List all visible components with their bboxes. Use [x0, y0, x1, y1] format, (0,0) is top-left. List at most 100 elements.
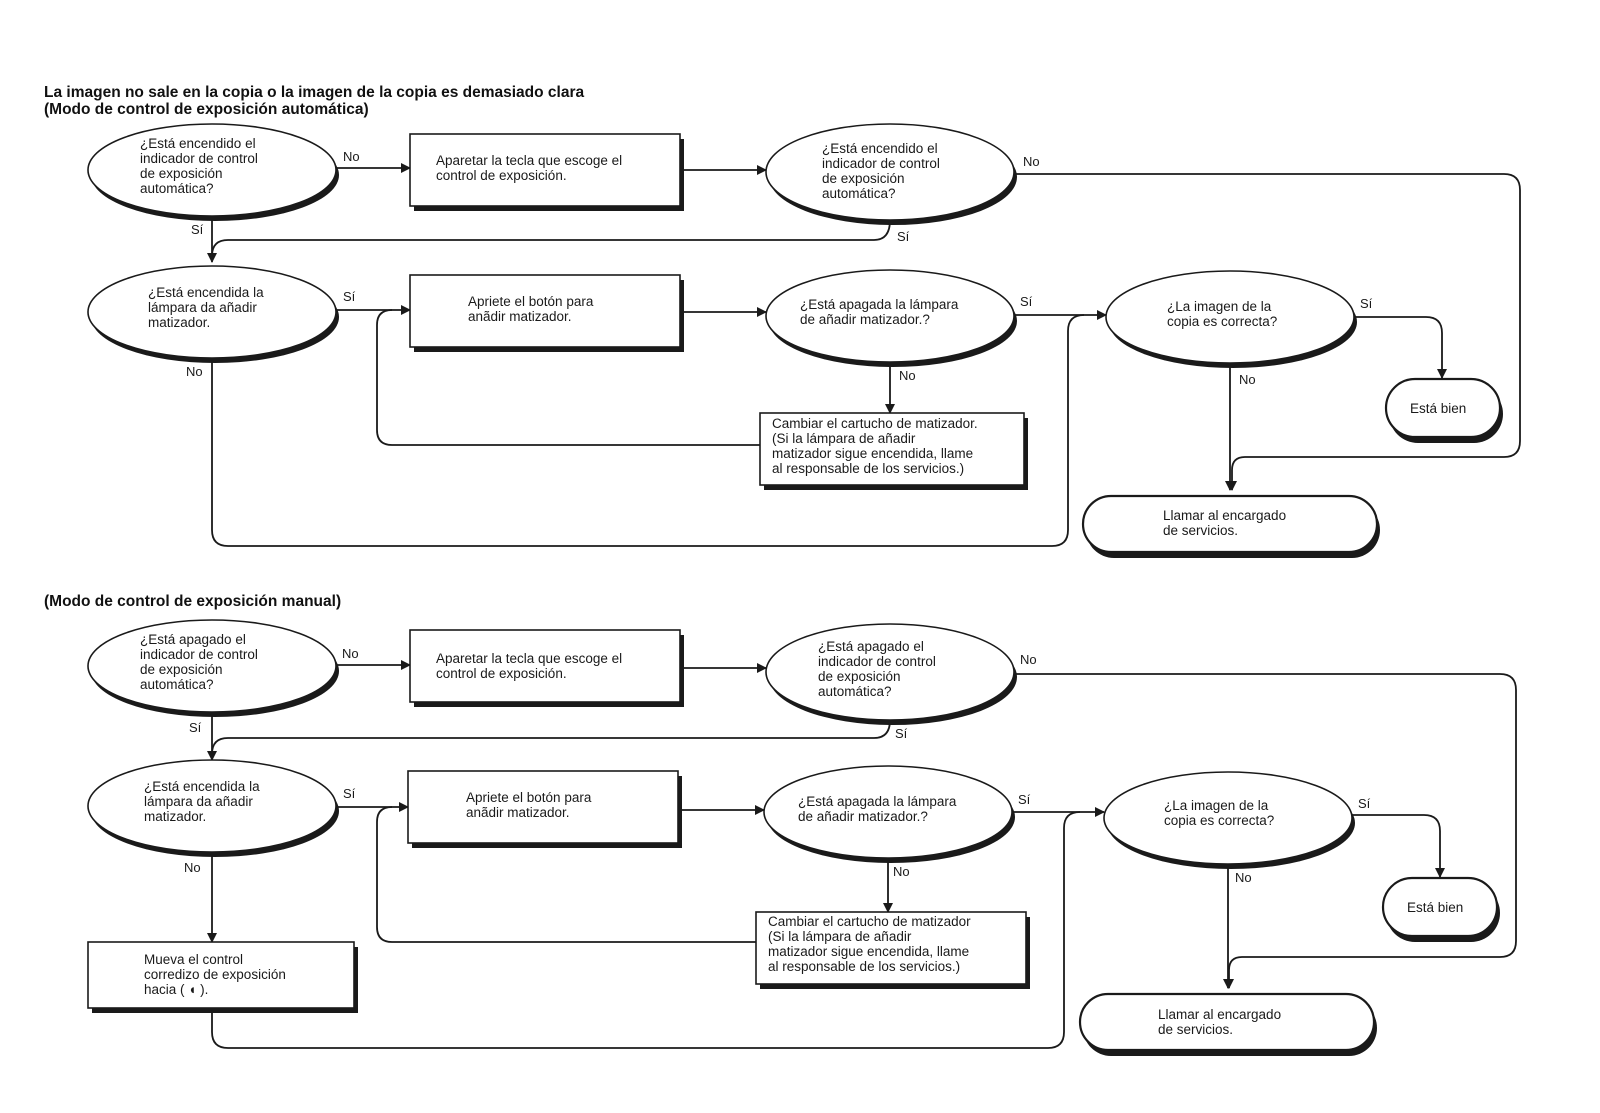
s2-a3-action-text-line: al responsable de los servicios.)	[768, 959, 960, 974]
s1-edge-q2-no	[1014, 173, 1521, 491]
s2-q4-decision-shape	[763, 765, 1013, 859]
s2-ok-terminal-shape	[1381, 876, 1499, 938]
s2-ok-terminal-text: Está bien	[1407, 900, 1463, 915]
s1-a2-action-shape	[409, 274, 681, 348]
s1-a2-action-text-line: Apriete el botón para	[468, 294, 594, 309]
s1-a1-action-text-line: control de exposición.	[436, 168, 567, 183]
title-line-2: (Modo de control de exposición automátic…	[44, 101, 369, 118]
s2-q1-decision-shape	[87, 619, 337, 713]
s2-q3-decision-text-line: lámpara da añadir	[144, 794, 253, 809]
s2-q2-decision-text-line: automática?	[818, 684, 892, 699]
s1-ok-terminal: Está bien	[1384, 377, 1503, 443]
s1-edge-q5-si	[1354, 316, 1447, 379]
s1-call-terminal-shape	[1081, 494, 1379, 554]
s1-a2-action-text-line: anãdir matizador.	[468, 309, 572, 324]
s1-a3-action-text-line: Cambiar el cartucho de matizador.	[772, 416, 978, 431]
s2-q2-decision-text-line: de exposición	[818, 669, 901, 684]
s2-move-action-text-line: corredizo de exposición	[144, 967, 286, 982]
s2-edge-move-out	[211, 811, 1081, 1049]
s2-q1-decision-text-line: de exposición	[140, 662, 223, 677]
s1-q2-decision-shape	[765, 123, 1015, 221]
section-title-manual: (Modo de control de exposición manual)	[44, 593, 342, 610]
s2-label-si-q4: Sí	[1018, 792, 1031, 807]
s2-q3-decision-text-line: ¿Está encendida la	[144, 779, 260, 794]
s2-q2-decision-shape	[765, 623, 1015, 721]
s2-move-action-text-line: Mueva el control	[144, 952, 243, 967]
s2-a2-action-text-line: Apriete el botón para	[466, 790, 592, 805]
s2-label-si-q2: Sí	[895, 726, 908, 741]
s1-q3-decision-text-line: lámpara da añadir	[148, 300, 257, 315]
s1-label-no-q3: No	[186, 364, 203, 379]
s2-a1-action-text-line: control de exposición.	[436, 666, 567, 681]
s2-label-no-q2: No	[1020, 652, 1037, 667]
s1-q2-decision-text-line: ¿Está encendido el	[822, 141, 938, 156]
s2-ok-terminal-text-line: Está bien	[1407, 900, 1463, 915]
s1-q5-decision-text-line: ¿La imagen de la	[1167, 299, 1272, 314]
s1-edge-q3-no	[211, 314, 1085, 547]
s2-edge-q2-si	[211, 719, 891, 755]
s1-q4-decision-text-line: ¿Está apagada la lámpara	[800, 297, 959, 312]
s1-q5-decision-shape	[1105, 270, 1355, 364]
s2-call-terminal-shape	[1078, 992, 1376, 1052]
s2-label-si-q1: Sí	[189, 720, 202, 735]
s2-a3-action-text-line: (Si la lámpara de añadir	[768, 929, 912, 944]
s2-a2-action-text-line: anãdir matizador.	[466, 805, 570, 820]
s2-a3-action: Cambiar el cartucho de matizador(Si la l…	[755, 911, 1030, 989]
s2-q1-decision-text-line: automática?	[140, 677, 214, 692]
s1-q1-decision-text-line: de exposición	[140, 166, 223, 181]
s1-edge-a3-back	[376, 309, 760, 446]
s1-q4-decision-text-line: de añadir matizador.?	[800, 312, 930, 327]
s1-q1-decision-text-line: automática?	[140, 181, 214, 196]
s2-call-terminal-text-line: Llamar al encargado	[1158, 1007, 1281, 1022]
s1-label-no-q4: No	[899, 368, 916, 383]
s2-q3-decision-text-line: matizador.	[144, 809, 206, 824]
s1-a3-action-text-line: al responsable de los servicios.)	[772, 461, 964, 476]
s2-q2-decision-text-line: indicador de control	[818, 654, 936, 669]
s1-q3-decision-text-line: matizador.	[148, 315, 210, 330]
s1-call-terminal-text-line: Llamar al encargado	[1163, 508, 1286, 523]
s2-edge-q5-si	[1352, 814, 1445, 878]
s2-q2-decision-text-line: ¿Está apagado el	[818, 639, 924, 654]
s1-q5-decision-text-line: copia es correcta?	[1167, 314, 1277, 329]
s1-label-no-q1: No	[343, 149, 360, 164]
s1-q2-decision-text-line: de exposición	[822, 171, 905, 186]
s2-q5-decision-shape	[1103, 771, 1353, 865]
s1-a1-action-text-line: Aparetar la tecla que escoge el	[436, 153, 622, 168]
s1-q3-decision-shape	[87, 265, 337, 359]
s1-ok-terminal-text-line: Está bien	[1410, 401, 1466, 416]
s1-label-si-q2: Sí	[897, 229, 910, 244]
s2-a3-action-text-line: matizador sigue encendida, llame	[768, 944, 969, 959]
s1-q2-decision-text-line: indicador de control	[822, 156, 940, 171]
s2-q4-decision-text-line: ¿Está apagada la lámpara	[798, 794, 957, 809]
section-title-automatic: La imagen no sale en la copia o la image…	[44, 84, 584, 118]
s1-label-no-q2: No	[1023, 154, 1040, 169]
s2-label-no-q5: No	[1235, 870, 1252, 885]
s2-a3-action-shape	[755, 911, 1027, 985]
s1-a3-action-text-line: matizador sigue encendida, llame	[772, 446, 973, 461]
s2-edge-a3-back	[376, 806, 756, 943]
s1-a3-action-shape	[759, 412, 1025, 486]
s1-a3-action: Cambiar el cartucho de matizador.(Si la …	[759, 412, 1028, 490]
s1-label-si-q4: Sí	[1020, 294, 1033, 309]
